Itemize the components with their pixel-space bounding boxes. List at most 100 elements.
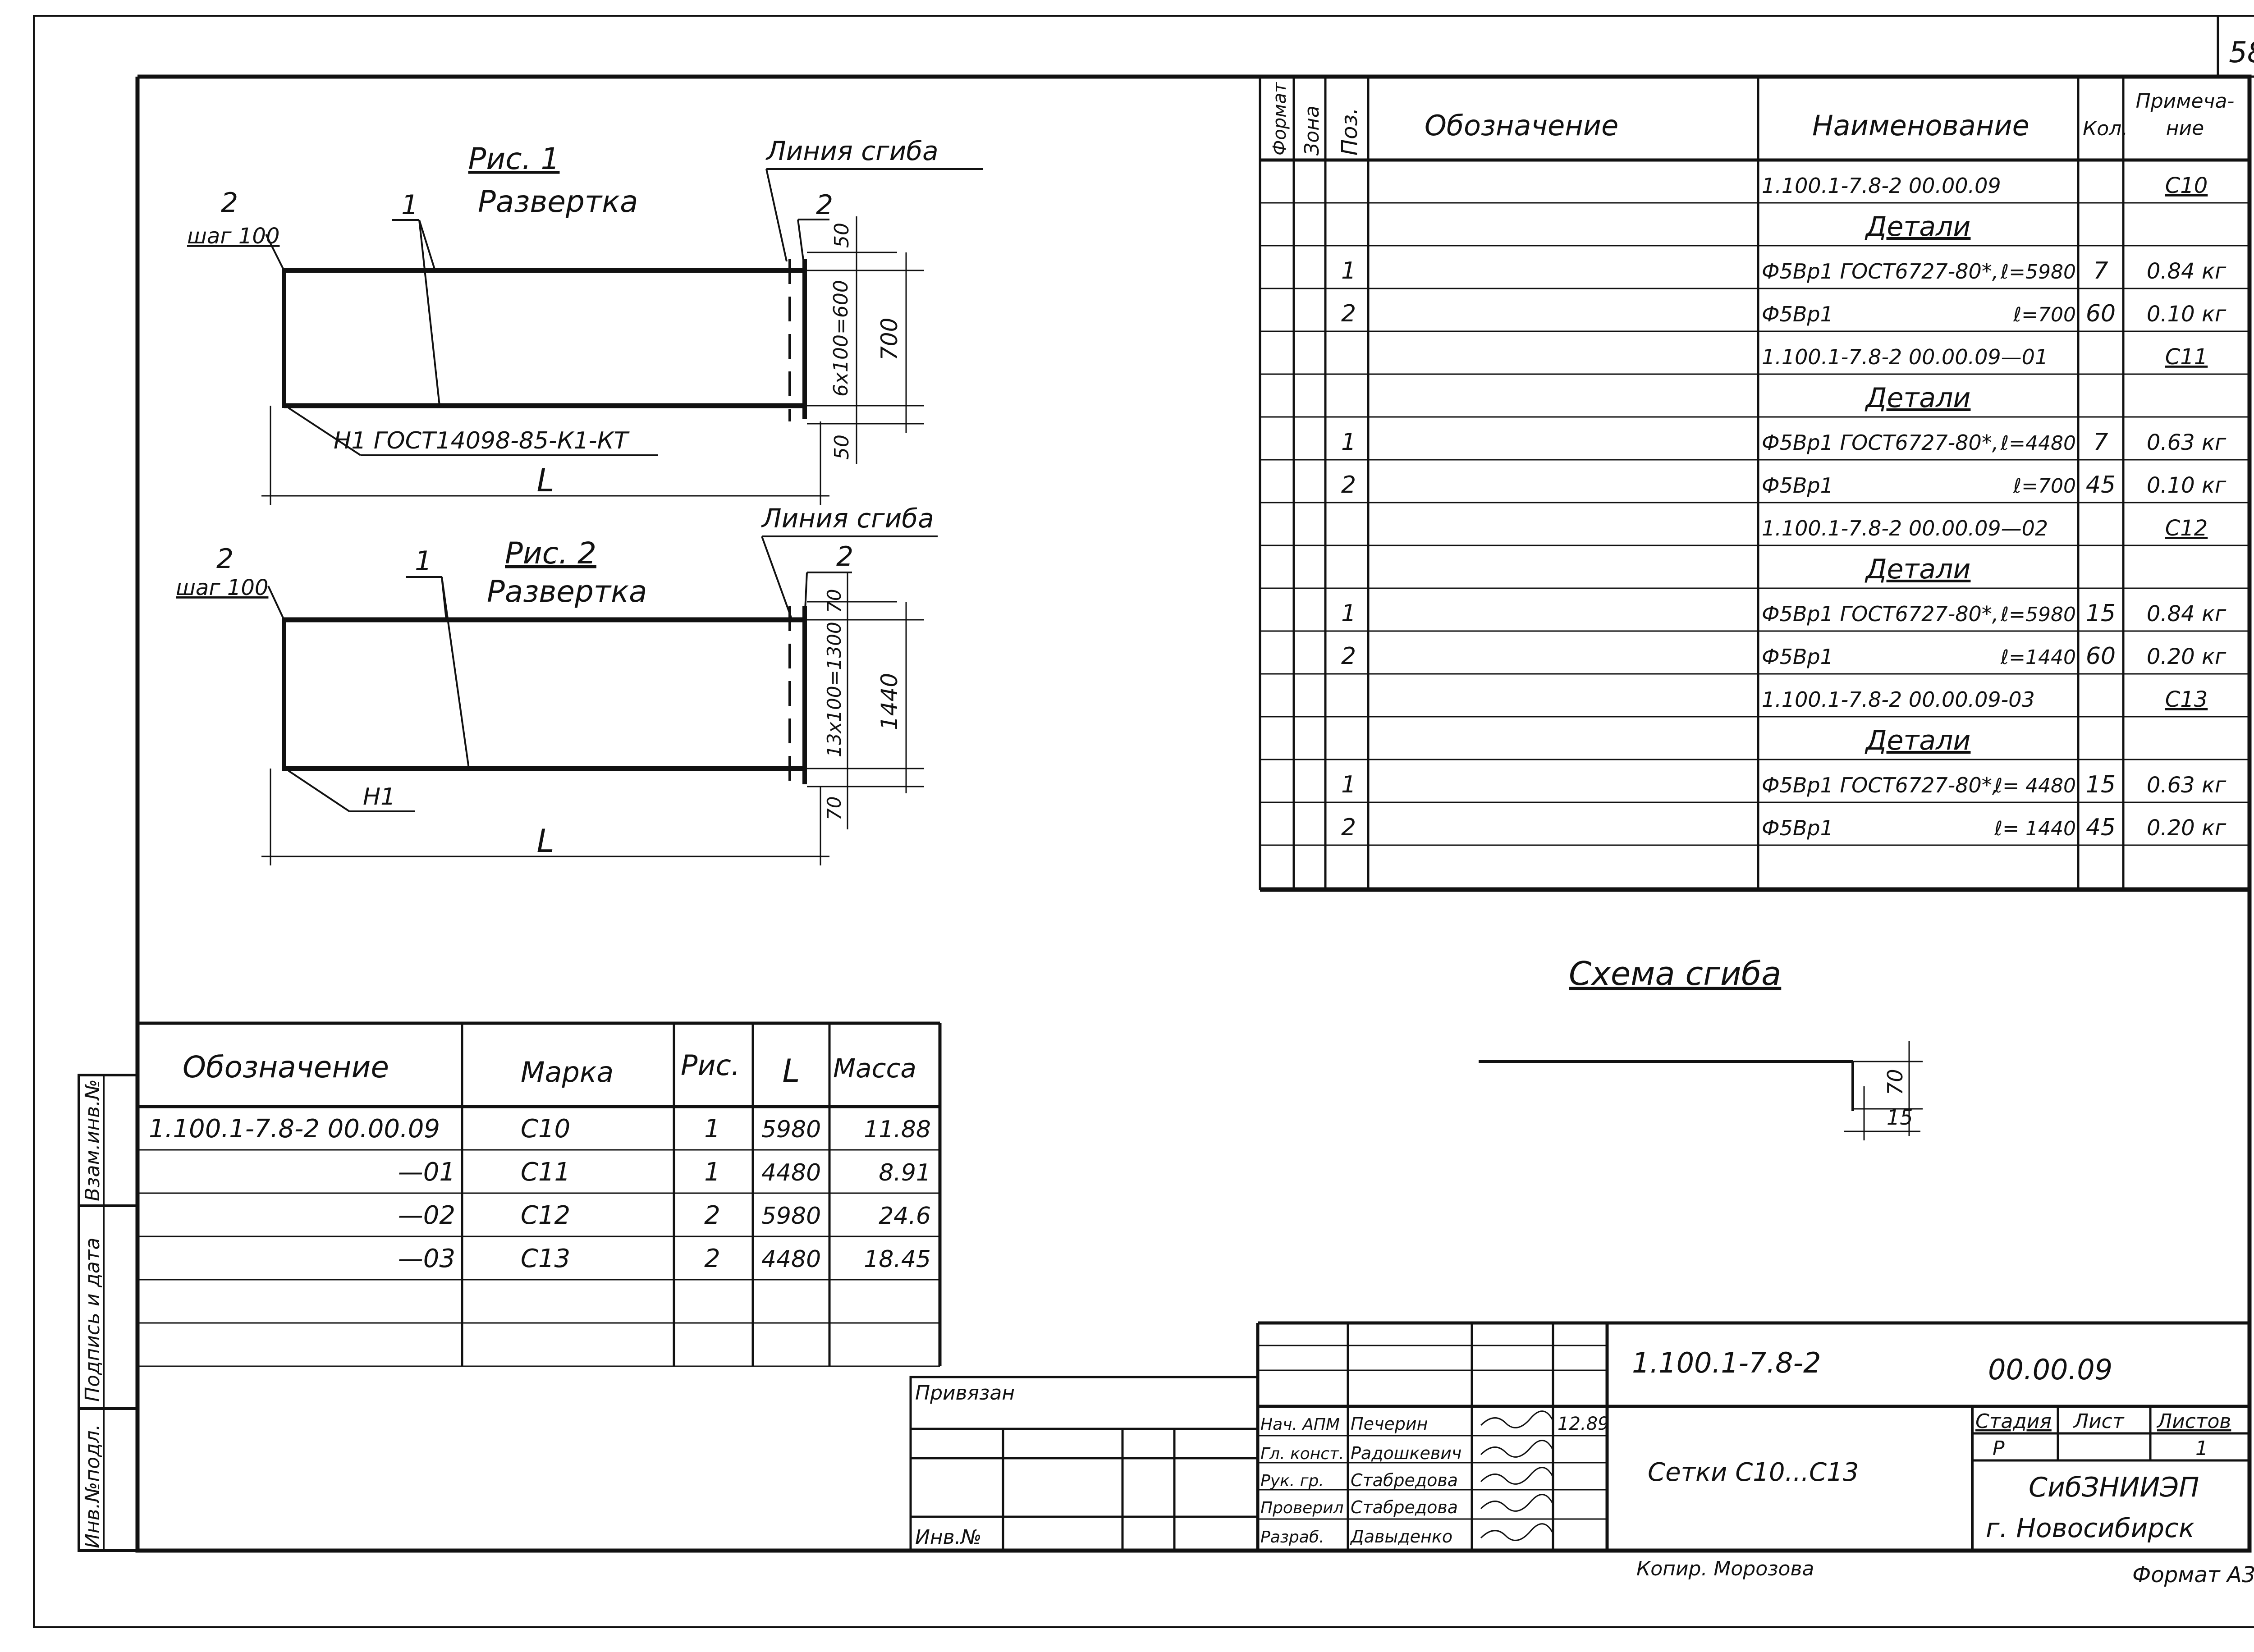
- fig1-subtitle: Развертка: [478, 184, 638, 219]
- fig1-dim-bottom: 50: [830, 435, 853, 460]
- title-doc-name: Сетки С10...С13: [1648, 1458, 1859, 1487]
- signature-role: Проверил: [1260, 1499, 1344, 1517]
- spec-row-name: Ф5Вр1: [1762, 645, 1833, 669]
- marks-row-designation: 1.100.1-7.8-2 00.00.09: [149, 1114, 440, 1144]
- spec-row-note: С13: [2165, 687, 2208, 712]
- spec-header-note: Примеча-ние: [2135, 90, 2235, 140]
- spec-row-note: С11: [2165, 344, 2208, 370]
- spec-row-name: 1.100.1-7.8-2 00.00.09: [1762, 174, 2001, 198]
- fig2-pos2-right: 2: [836, 541, 853, 572]
- title-sheet-label: Лист: [2073, 1410, 2125, 1433]
- spec-row-name: Ф5Вр1: [1762, 816, 1833, 840]
- spec-row-name: Детали: [1865, 725, 1971, 756]
- signature-scribble: [1480, 1410, 1554, 1428]
- inner-frame: [135, 74, 2252, 1553]
- fig1-weld-note: Н1 ГОСТ14098-85-К1-КТ: [334, 427, 630, 454]
- binding-linked: Привязан: [915, 1382, 1015, 1405]
- title-format: Формат А3: [2132, 1562, 2254, 1588]
- spec-row-pos: 2: [1341, 471, 1356, 499]
- marks-row-designation: —01: [398, 1158, 455, 1187]
- marks-row-length: 4480: [761, 1159, 821, 1186]
- signature-name: Давыденко: [1350, 1527, 1452, 1547]
- marks-header-mark: Марка: [521, 1056, 614, 1089]
- fig1-length-label: L: [537, 462, 554, 499]
- spec-row-length: ℓ=1440: [2000, 646, 2076, 669]
- title-org: СибЗНИИЭП: [2029, 1472, 2199, 1503]
- spec-row-pos: 2: [1341, 300, 1356, 327]
- fig2-bend-line-label: Линия сгиба: [761, 503, 934, 534]
- marks-row-mark: С10: [521, 1114, 570, 1144]
- signature-row: Рук. гр.Стабредова: [1260, 1467, 1554, 1490]
- spec-row-name: 1.100.1-7.8-2 00.00.09—02: [1762, 516, 2048, 540]
- title-doc-suffix: 00.00.09: [1988, 1353, 2112, 1386]
- spec-header-pos: Поз.: [1337, 108, 1362, 156]
- title-sheets-label: Листов: [2156, 1410, 2231, 1433]
- title-copied: Копир. Морозова: [1636, 1557, 1814, 1580]
- binding-stamp: Привязан Инв.№: [909, 1376, 1258, 1551]
- fig2-dim-top: 70: [823, 589, 845, 613]
- side-label-inv-orig: Инв.№подл.: [81, 1424, 104, 1548]
- fig1-dim-total: 700: [876, 318, 903, 361]
- signature-role: Разраб.: [1260, 1528, 1324, 1547]
- marks-header-length: L: [783, 1053, 800, 1089]
- spec-row-name: Детали: [1865, 382, 1971, 414]
- signature-name: Стабредова: [1351, 1497, 1458, 1517]
- spec-row-name: Детали: [1865, 211, 1971, 243]
- spec-row-note: С12: [2165, 516, 2208, 541]
- spec-row-note: 0.63 кг: [2147, 430, 2227, 455]
- signature-scribble: [1480, 1523, 1554, 1541]
- fig1-bend-line-label: Линия сгиба: [765, 136, 939, 166]
- fig2-subtitle: Развертка: [487, 574, 647, 609]
- spec-row-qty: 15: [2086, 771, 2116, 798]
- fig2-weld-note: Н1: [363, 783, 395, 810]
- fig1-pos1: 1: [401, 189, 418, 221]
- spec-row-note: 0.63 кг: [2147, 773, 2227, 798]
- spec-row-length: ℓ=4480: [2000, 432, 2076, 455]
- spec-row-qty: 45: [2086, 471, 2116, 499]
- spec-row-name: 1.100.1-7.8-2 00.00.09-03: [1762, 687, 2035, 712]
- signature-role: Нач. АПМ: [1260, 1415, 1340, 1434]
- side-stamp: Взам.инв.№ Подпись и дата Инв.№подл.: [78, 1074, 137, 1552]
- sheet-number-box: [2217, 16, 2254, 78]
- bend-dim-horizontal: 15: [1887, 1105, 1913, 1130]
- bend-scheme: Схема сгиба 70 15: [1479, 955, 1923, 1140]
- signature-scribble: [1480, 1440, 1554, 1458]
- spec-row-length: ℓ=5980: [2000, 261, 2076, 284]
- marks-row-designation: —02: [398, 1201, 455, 1230]
- marks-row-fig: 2: [704, 1201, 720, 1230]
- fig2-step: шаг 100: [176, 575, 268, 600]
- marks-row-mass: 18.45: [864, 1246, 931, 1273]
- spec-header-name: Наименование: [1812, 109, 2030, 142]
- fig2-pos2-left: 2: [216, 543, 234, 575]
- spec-header-designation: Обозначение: [1425, 109, 1618, 142]
- spec-row: 1.100.1-7.8-2 00.00.09—02 С12: [1260, 516, 2249, 546]
- marks-row-mass: 11.88: [864, 1116, 931, 1143]
- marks-header-designation: Обозначение: [183, 1050, 389, 1085]
- spec-row-name: Ф5Вр1: [1762, 302, 1833, 326]
- spec-row-note: 0.20 кг: [2147, 644, 2227, 669]
- spec-row-note: 0.10 кг: [2147, 473, 2227, 498]
- spec-row: 1.100.1-7.8-2 00.00.09-03 С13: [1260, 687, 2249, 718]
- spec-row-pos: 1: [1341, 429, 1356, 456]
- fig2-pos1: 1: [415, 545, 432, 577]
- signature-row: Гл. конст.Радошкевич: [1260, 1440, 1554, 1463]
- spec-row-length: ℓ= 1440: [1994, 817, 2076, 840]
- marks-row-length: 5980: [761, 1116, 821, 1143]
- spec-row-qty: 60: [2086, 643, 2116, 670]
- marks-row-mark: С11: [521, 1158, 570, 1187]
- figure-1: Рис. 1 Развертка Линия сгиба 1 2 шаг 100…: [187, 136, 983, 505]
- bend-dim-vertical: 70: [1883, 1069, 1907, 1095]
- title-block: 1.100.1-7.8-2 00.00.09 Сетки С10...С13 С…: [1256, 1321, 2254, 1588]
- fig1-dim-mid: 6х100=600: [829, 280, 852, 397]
- spec-row-note: 0.20 кг: [2147, 815, 2227, 841]
